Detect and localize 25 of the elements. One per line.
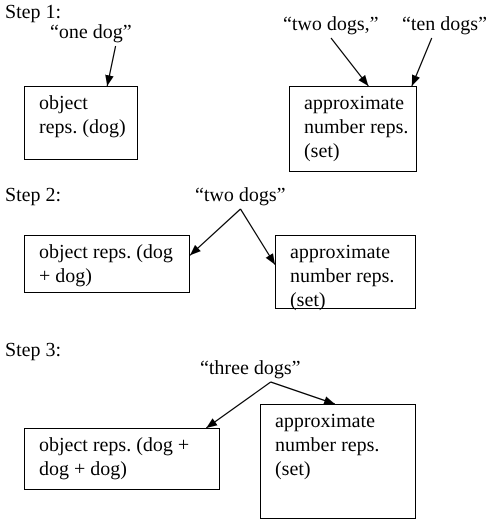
quoted-phrase: “two dogs,” — [283, 12, 379, 36]
arrow — [105, 46, 116, 86]
arrow — [190, 208, 241, 256]
representation-box — [275, 235, 416, 309]
box-text: approximate number reps. (set) — [304, 91, 410, 163]
box-text: object reps. (dog) — [39, 91, 127, 139]
box-text: object reps. (dog + dog) — [39, 240, 174, 288]
arrow — [206, 382, 272, 428]
quoted-phrase: “ten dogs” — [402, 12, 487, 36]
arrow — [411, 38, 432, 86]
box-text: approximate number reps. (set) — [290, 240, 396, 312]
arrow — [270, 381, 336, 405]
arrow — [240, 208, 276, 265]
representation-box — [289, 86, 417, 172]
step-label: Step 3: — [5, 338, 62, 362]
representation-box — [24, 86, 138, 160]
box-text: object reps. (dog + dog + dog) — [39, 433, 190, 481]
representation-box — [260, 404, 416, 519]
representation-box — [24, 428, 220, 490]
representation-box — [24, 235, 190, 293]
arrow — [330, 38, 369, 86]
box-text: approximate number reps. (set) — [275, 409, 380, 481]
quoted-phrase: “three dogs” — [200, 356, 301, 380]
step-label: Step 2: — [5, 183, 62, 207]
quoted-phrase: “two dogs” — [195, 183, 286, 207]
